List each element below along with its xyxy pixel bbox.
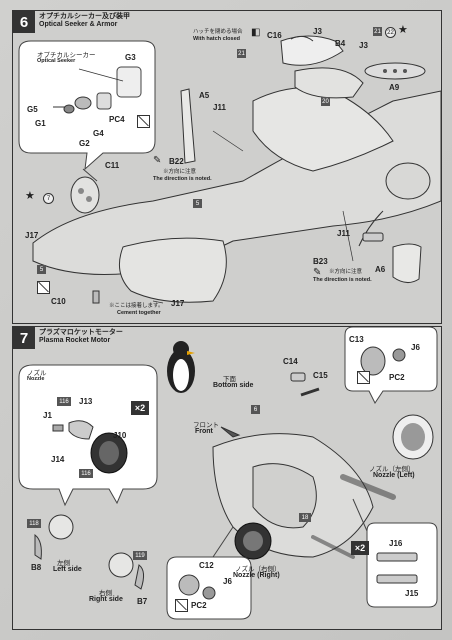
step-title-jp: プラズマロケットモーター: [39, 329, 123, 336]
step-title-en: Optical Seeker & Armor: [39, 21, 118, 28]
cement-icon: [137, 115, 150, 128]
ref-21: 21: [237, 49, 246, 58]
part-J6-a: J6: [411, 343, 420, 352]
nozzle-title-en: Nozzle: [27, 376, 45, 382]
ref-118: 118: [27, 519, 41, 528]
direction-note-en-2: The direction is noted.: [313, 277, 372, 283]
bottom-side-en: Bottom side: [213, 382, 254, 389]
right-side-jp: 右側: [99, 590, 112, 597]
step-6-illustration: [18, 35, 441, 304]
paint-brush-icon: ✎: [313, 267, 322, 278]
right-side-en: Right side: [89, 596, 123, 603]
part-PC2-a: PC2: [389, 373, 405, 382]
nozzle-right-en: Nozzle (Right): [233, 572, 280, 579]
part-C15: C15: [313, 371, 328, 380]
part-G5: G5: [27, 105, 38, 114]
part-C12: C12: [199, 561, 214, 570]
part-B8: B8: [31, 563, 42, 572]
bottom-side-jp: 下面: [223, 376, 236, 383]
part-C10: C10: [51, 297, 66, 306]
nozzle-title-jp: ノズル: [27, 370, 47, 377]
step-number: 6: [13, 11, 35, 33]
part-J6-b: J6: [223, 577, 232, 586]
part-G1: G1: [35, 119, 46, 128]
cement-icon: [37, 281, 50, 294]
direction-note-jp-2: ※方向に注意: [329, 269, 363, 275]
cement-icon: [357, 371, 370, 384]
star-icon: ★: [25, 190, 35, 202]
ref-116b: 116: [79, 469, 93, 478]
paint-brush-icon: ✎: [153, 155, 162, 166]
part-J17-b: J17: [171, 299, 185, 308]
part-C16: C16: [267, 31, 282, 40]
left-side-en: Left side: [53, 566, 82, 573]
part-J15: J15: [405, 589, 419, 598]
part-B22: B22: [169, 157, 184, 166]
part-J13: J13: [79, 397, 93, 406]
left-side-jp: 左側: [57, 560, 70, 567]
hatch-note-en: With hatch closed: [193, 36, 241, 42]
part-J10: J10: [113, 431, 127, 440]
part-J11-b: J11: [337, 229, 350, 238]
step-title: プラズマロケットモーター Plasma Rocket Motor: [39, 329, 123, 345]
star-icon: ★: [398, 24, 408, 36]
cement-note-en: Cement together: [117, 310, 161, 316]
ref-18: 18: [299, 513, 311, 522]
part-J1: J1: [43, 411, 52, 420]
step-7-panel: 7 プラズマロケットモーター Plasma Rocket Motor: [12, 326, 442, 630]
step-7-illustration: [18, 327, 438, 620]
part-C11: C11: [105, 161, 120, 170]
step-title: オプチカルシーカー及び装甲 Optical Seeker & Armor: [39, 13, 130, 29]
color-ref-7: 7: [43, 193, 54, 204]
front-en: Front: [195, 428, 213, 435]
part-B7: B7: [137, 597, 148, 606]
hatch-note-jp: ハッチを閉める場合: [193, 29, 243, 35]
part-C14: C14: [283, 357, 298, 366]
ref-116: 116: [57, 397, 71, 406]
part-J14: J14: [51, 455, 65, 464]
part-B23: B23: [313, 257, 328, 266]
ref-20: 20: [321, 97, 330, 106]
part-A6: A6: [375, 265, 386, 274]
part-J16: J16: [389, 539, 403, 548]
step-title-en: Plasma Rocket Motor: [39, 337, 111, 344]
ref-step-5-a: 5: [37, 265, 46, 274]
part-A9: A9: [389, 83, 400, 92]
color-ref-22: 22: [385, 27, 396, 38]
seeker-title-en: Optical Seeker: [37, 58, 76, 64]
nozzle-left-en: Nozzle (Left): [373, 472, 415, 479]
color-icon: ◧: [251, 27, 261, 38]
seeker-title-jp: オプチカルシーカー: [37, 52, 96, 59]
part-J17-a: J17: [25, 231, 39, 240]
part-J3-b: J3: [359, 41, 368, 50]
part-A5: A5: [199, 91, 210, 100]
step-6-panel: 6 オプチカルシーカー及び装甲 Optical Seeker & Armor: [12, 10, 442, 324]
part-PC4: PC4: [109, 115, 125, 124]
part-B4: B4: [335, 39, 346, 48]
step-number: 7: [13, 327, 35, 349]
front-jp: フロント: [193, 422, 219, 429]
part-J11: J11: [213, 103, 226, 112]
direction-note-en: The direction is noted.: [153, 176, 212, 182]
quantity-x2-b: ×2: [351, 541, 369, 555]
nozzle-right-jp: ノズル（右側）: [235, 566, 281, 573]
part-G4: G4: [93, 129, 104, 138]
cement-icon: [175, 599, 188, 612]
part-J3-a: J3: [313, 27, 322, 36]
ref-step-5-b: 5: [193, 199, 202, 208]
part-C13: C13: [349, 335, 364, 344]
direction-note-jp: ※方向に注意: [163, 169, 197, 175]
cement-note-jp: ※ここは接着します。: [109, 303, 164, 309]
quantity-x2: ×2: [131, 401, 149, 415]
ref-step-6: 6: [251, 405, 260, 414]
nozzle-left-jp: ノズル（左側）: [369, 466, 415, 473]
part-PC2-b: PC2: [191, 601, 207, 610]
ref-119: 119: [133, 551, 147, 560]
part-G3: G3: [125, 53, 136, 62]
step-title-jp: オプチカルシーカー及び装甲: [39, 13, 130, 20]
ref-21b: 21: [373, 27, 382, 36]
part-G2: G2: [79, 139, 90, 148]
